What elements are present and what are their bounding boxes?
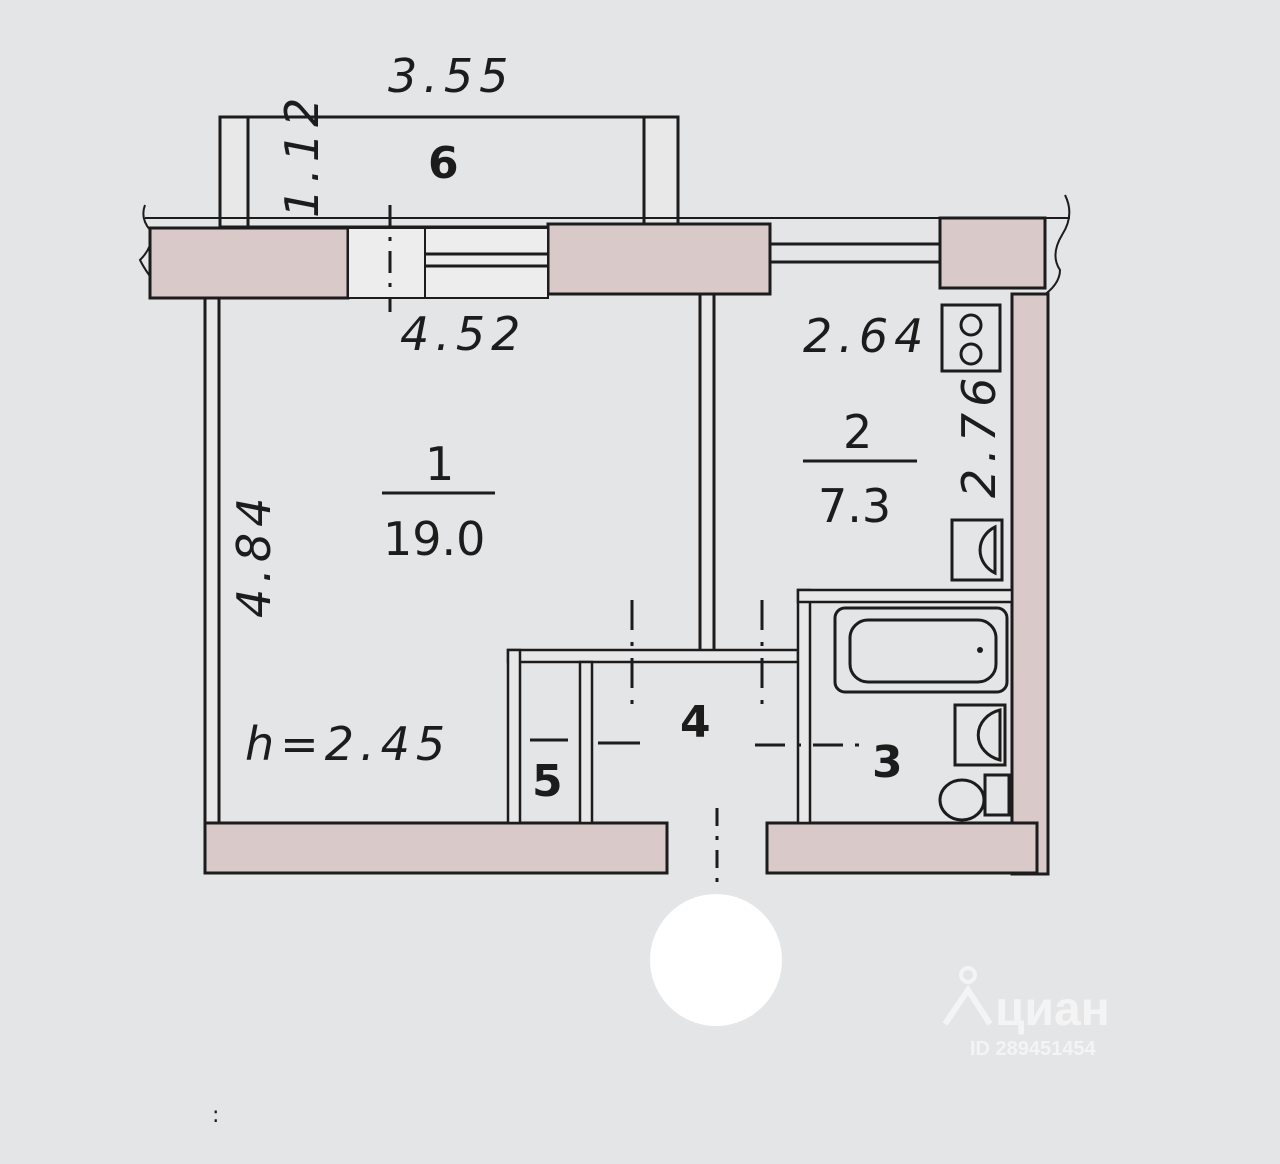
redaction-circle bbox=[650, 894, 782, 1026]
kitchen-width-label: 2.64 bbox=[803, 309, 929, 363]
room1-length-label: 4.84 bbox=[227, 492, 281, 618]
svg-text::: : bbox=[212, 1103, 219, 1128]
sink-icon bbox=[950, 518, 1004, 582]
hall-number: 4 bbox=[680, 697, 711, 748]
watermark-brand: циан bbox=[995, 983, 1110, 1036]
closet-number: 5 bbox=[532, 756, 563, 807]
top-wall bbox=[138, 194, 1071, 312]
kitchen-length-label: 2.76 bbox=[952, 372, 1006, 498]
ceiling-height-label: h=2.45 bbox=[245, 717, 451, 771]
outer-walls bbox=[203, 292, 1050, 890]
room1-number: 1 bbox=[425, 437, 454, 491]
bathtub-icon bbox=[833, 606, 1009, 694]
cian-logo-icon bbox=[942, 966, 993, 1026]
toilet-icon bbox=[938, 773, 1011, 822]
room1-area: 19.0 bbox=[383, 512, 485, 566]
stove-icon bbox=[940, 303, 1002, 373]
partition bbox=[698, 292, 716, 656]
hall-walls bbox=[506, 588, 1014, 825]
window-room1 bbox=[347, 227, 549, 299]
watermark-id: ID 289451454 bbox=[970, 1038, 1097, 1060]
room2-area: 7.3 bbox=[818, 479, 891, 533]
balcony-depth-label: 1.12 bbox=[275, 92, 329, 218]
balcony-width-label: 3.55 bbox=[388, 49, 514, 103]
sink-icon bbox=[953, 703, 1007, 767]
balcony-number: 6 bbox=[428, 138, 459, 189]
window-kitchen bbox=[770, 242, 940, 264]
room1-width-label: 4.52 bbox=[400, 307, 526, 361]
bathroom-number: 3 bbox=[872, 737, 903, 788]
room2-number: 2 bbox=[843, 405, 872, 459]
